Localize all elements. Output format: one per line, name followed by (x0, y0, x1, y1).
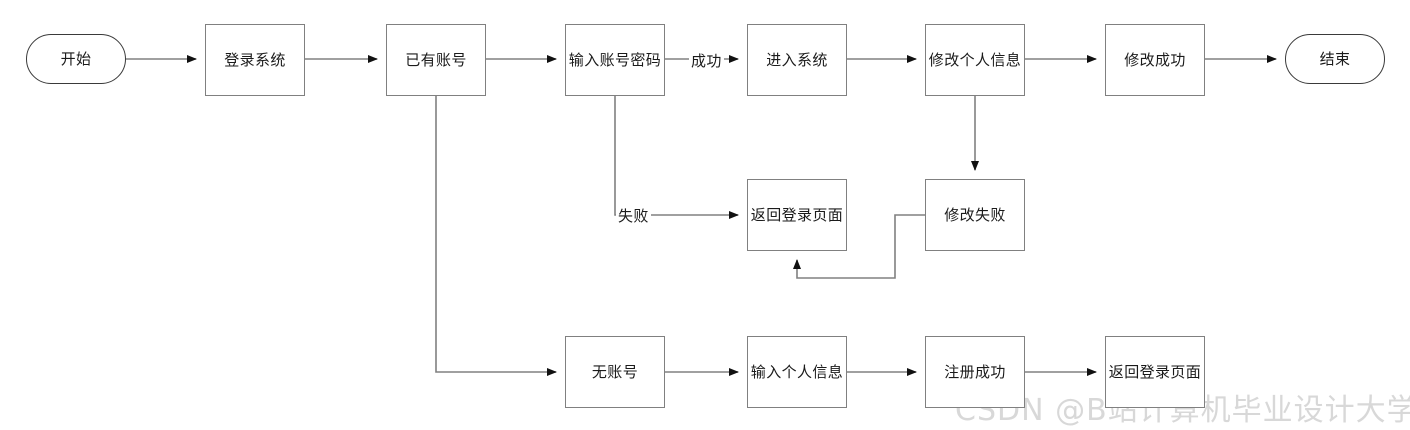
edge-edit-fail-to-back-login (793, 214, 925, 279)
node-label: 登录系统 (224, 51, 286, 69)
node-edit-profile[interactable]: 修改个人信息 (925, 24, 1025, 96)
node-login-system[interactable]: 登录系统 (205, 24, 305, 96)
node-register-success[interactable]: 注册成功 (925, 336, 1025, 408)
node-input-credentials[interactable]: 输入账号密码 (565, 24, 665, 96)
node-label: 无账号 (591, 363, 639, 381)
node-back-to-login-page-1[interactable]: 返回登录页面 (747, 179, 847, 251)
node-enter-system[interactable]: 进入系统 (747, 24, 847, 96)
node-label: 输入账号密码 (568, 51, 662, 69)
node-label: 注册成功 (944, 363, 1006, 381)
node-label: 开始 (60, 50, 92, 68)
node-no-account[interactable]: 无账号 (565, 336, 665, 408)
node-label: 输入个人信息 (750, 363, 844, 381)
edge-label-failure: 失败 (616, 205, 651, 226)
node-label: 返回登录页面 (750, 206, 844, 224)
node-label: 修改失败 (944, 206, 1006, 224)
node-edit-failed[interactable]: 修改失败 (925, 179, 1025, 251)
edge-input-cred-to-back-login (614, 96, 739, 219)
node-edit-success[interactable]: 修改成功 (1105, 24, 1205, 96)
node-label: 进入系统 (766, 51, 828, 69)
edge-has-account-to-no-account (435, 96, 557, 376)
node-end[interactable]: 结束 (1285, 34, 1385, 84)
node-start[interactable]: 开始 (26, 34, 126, 84)
node-label: 已有账号 (405, 51, 467, 69)
node-label: 结束 (1319, 50, 1351, 68)
node-label: 修改成功 (1124, 51, 1186, 69)
node-label: 修改个人信息 (928, 51, 1022, 69)
node-has-account[interactable]: 已有账号 (386, 24, 486, 96)
edge-label-success: 成功 (689, 50, 724, 71)
node-input-personal-info[interactable]: 输入个人信息 (747, 336, 847, 408)
node-label: 返回登录页面 (1108, 363, 1202, 381)
node-back-to-login-page-2[interactable]: 返回登录页面 (1105, 336, 1205, 408)
